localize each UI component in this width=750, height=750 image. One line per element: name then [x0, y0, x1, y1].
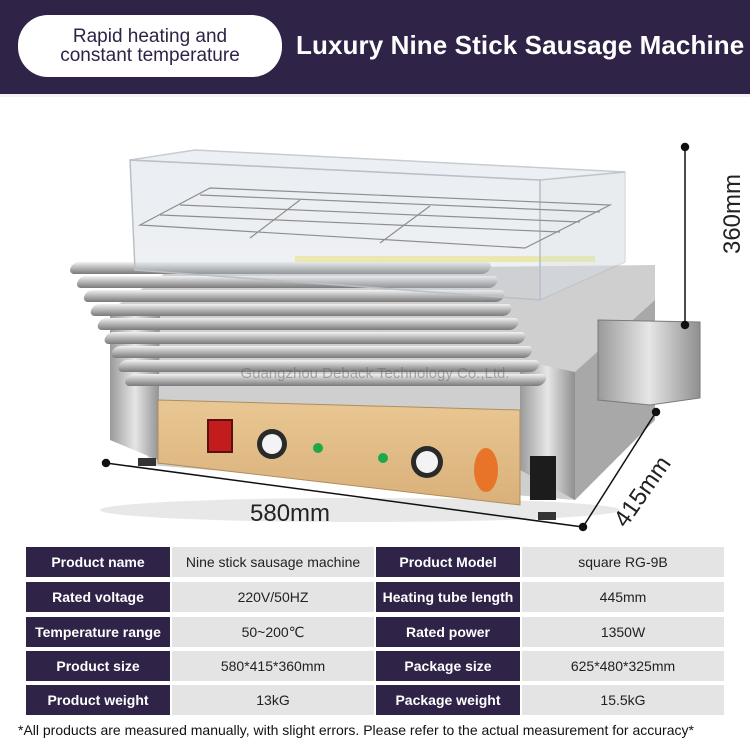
- product-image: Guangzhou Deback Technology Co.,Ltd.: [70, 142, 701, 532]
- page-title: Luxury Nine Stick Sausage Machine: [296, 30, 745, 60]
- dimension-lines: [101, 142, 690, 532]
- watermark: Guangzhou Deback Technology Co.,Ltd.: [240, 365, 509, 382]
- spec-value: 220V/50HZ: [172, 582, 374, 612]
- spec-label: Product Model: [376, 547, 520, 577]
- spec-label: Product name: [26, 547, 170, 577]
- spec-label: Package size: [376, 651, 520, 681]
- spec-label: Package weight: [376, 685, 520, 715]
- spec-value: 50~200℃: [172, 617, 374, 647]
- knob-face-right: [416, 451, 438, 473]
- spec-row: Product weight 13kG Package weight 15.5k…: [26, 685, 724, 715]
- tagline-line1: Rapid heating and: [72, 26, 228, 47]
- indicator-light-right: [378, 453, 388, 463]
- header-divider: [0, 94, 750, 97]
- spec-label: Product weight: [26, 685, 170, 715]
- tagline-badge: Rapid heating and constant temperature: [18, 15, 282, 77]
- footnote: *All products are measured manually, wit…: [18, 722, 694, 738]
- knob-face-left: [262, 434, 282, 454]
- spec-value: square RG-9B: [522, 547, 724, 577]
- spec-row: Product name Nine stick sausage machine …: [26, 547, 724, 577]
- glass-side: [539, 171, 626, 302]
- power-socket: [530, 456, 556, 500]
- spec-label: Product size: [26, 651, 170, 681]
- spec-label: Heating tube length: [376, 582, 520, 612]
- spec-value: 625*480*325mm: [522, 651, 724, 681]
- shadow: [100, 498, 620, 522]
- mascot-sticker: [474, 448, 498, 492]
- drip-tray: [597, 319, 701, 406]
- spec-value: Nine stick sausage machine: [172, 547, 374, 577]
- spec-value: 13kG: [172, 685, 374, 715]
- spec-row: Rated voltage 220V/50HZ Heating tube len…: [26, 582, 724, 612]
- tagline-text: Rapid heating and constant temperature: [35, 27, 265, 65]
- indicator-light-left: [313, 443, 323, 453]
- warming-rack: [137, 187, 613, 249]
- spec-row: Temperature range 50~200℃ Rated power 13…: [26, 617, 724, 647]
- spec-value: 580*415*360mm: [172, 651, 374, 681]
- foot: [138, 458, 156, 466]
- spec-label: Rated power: [376, 617, 520, 647]
- spec-value: 15.5kG: [522, 685, 724, 715]
- control-panel: [157, 399, 521, 506]
- tagline-line2: constant temperature: [60, 45, 240, 66]
- power-switch: [207, 419, 233, 453]
- height-dimension-label: 360mm: [719, 173, 746, 255]
- foot: [538, 512, 556, 520]
- spec-label: Rated voltage: [26, 582, 170, 612]
- header-banner: Rapid heating and constant temperature L…: [0, 0, 750, 94]
- width-dimension-label: 580mm: [250, 500, 331, 527]
- spec-value: 445mm: [522, 582, 724, 612]
- spec-row: Product size 580*415*360mm Package size …: [26, 651, 724, 681]
- spec-label: Temperature range: [26, 617, 170, 647]
- spec-value: 1350W: [522, 617, 724, 647]
